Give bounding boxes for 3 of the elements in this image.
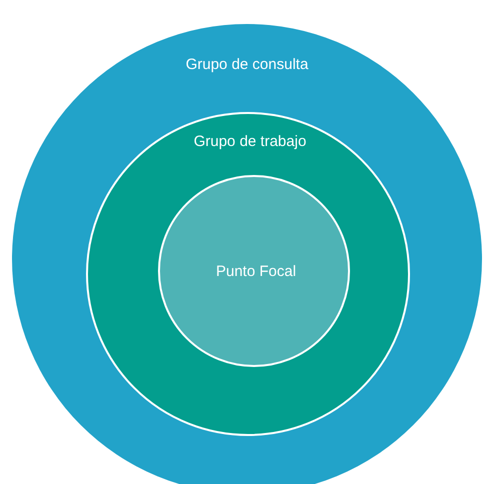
circle-label: Grupo de trabajo [194,132,306,152]
circle-label: Grupo de consulta [186,55,308,75]
circle-label: Punto Focal [216,262,296,282]
